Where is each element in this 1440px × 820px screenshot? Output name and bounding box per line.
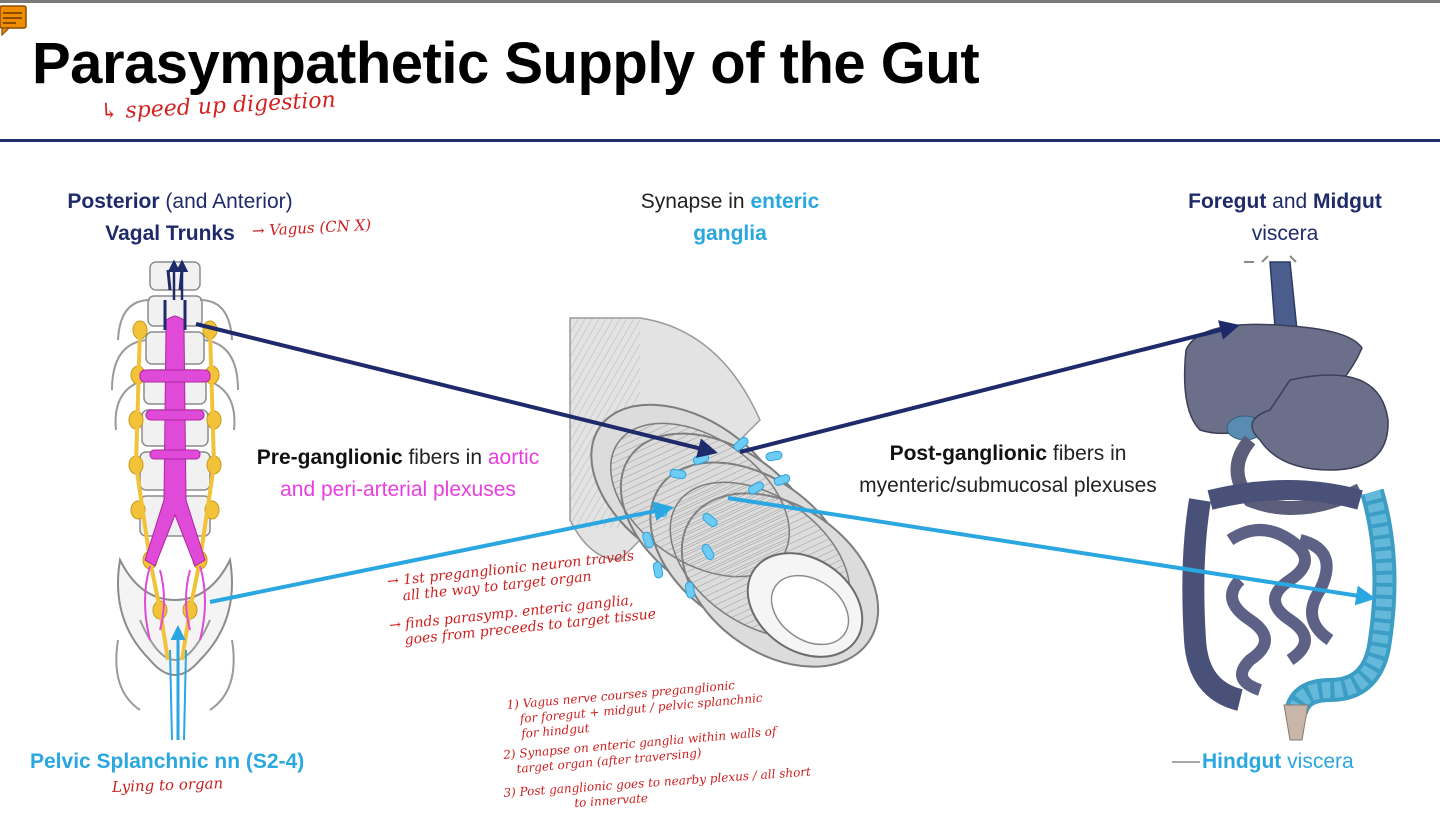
vagal-trunks-label: Posterior (and Anterior) Vagal Trunks: [67, 190, 293, 245]
title-divider: [0, 139, 1440, 142]
foregut-midgut-label: Foregut and Midgut viscera: [1188, 190, 1382, 245]
vagal-to-ganglia-arrow: [195, 322, 718, 458]
enteric-ganglia-label: Synapse in enteric ganglia: [640, 190, 820, 245]
ganglia-to-hindgut-arrow: [727, 496, 1376, 606]
ganglia-to-foregut-arrow: [739, 320, 1240, 454]
comment-note-icon[interactable]: [0, 2, 30, 36]
gut-viscera-illustration: [1172, 255, 1397, 763]
spine-illustration: [111, 259, 239, 741]
postganglionic-fibers-label: Post-ganglionic fibers in myenteric/subm…: [859, 442, 1157, 497]
hindgut-viscera-label: Hindgut viscera: [1202, 750, 1354, 773]
page-title: Parasympathetic Supply of the Gut: [32, 31, 980, 96]
gut-wall-illustration: [569, 317, 880, 668]
pelvic-to-ganglia-arrow: [209, 501, 674, 604]
pelvic-splanchnic-label: Pelvic Splanchnic nn (S2-4): [30, 750, 305, 773]
preganglionic-fibers-label: Pre-ganglionic fibers in aortic and peri…: [256, 446, 540, 501]
top-border: [0, 0, 1440, 3]
